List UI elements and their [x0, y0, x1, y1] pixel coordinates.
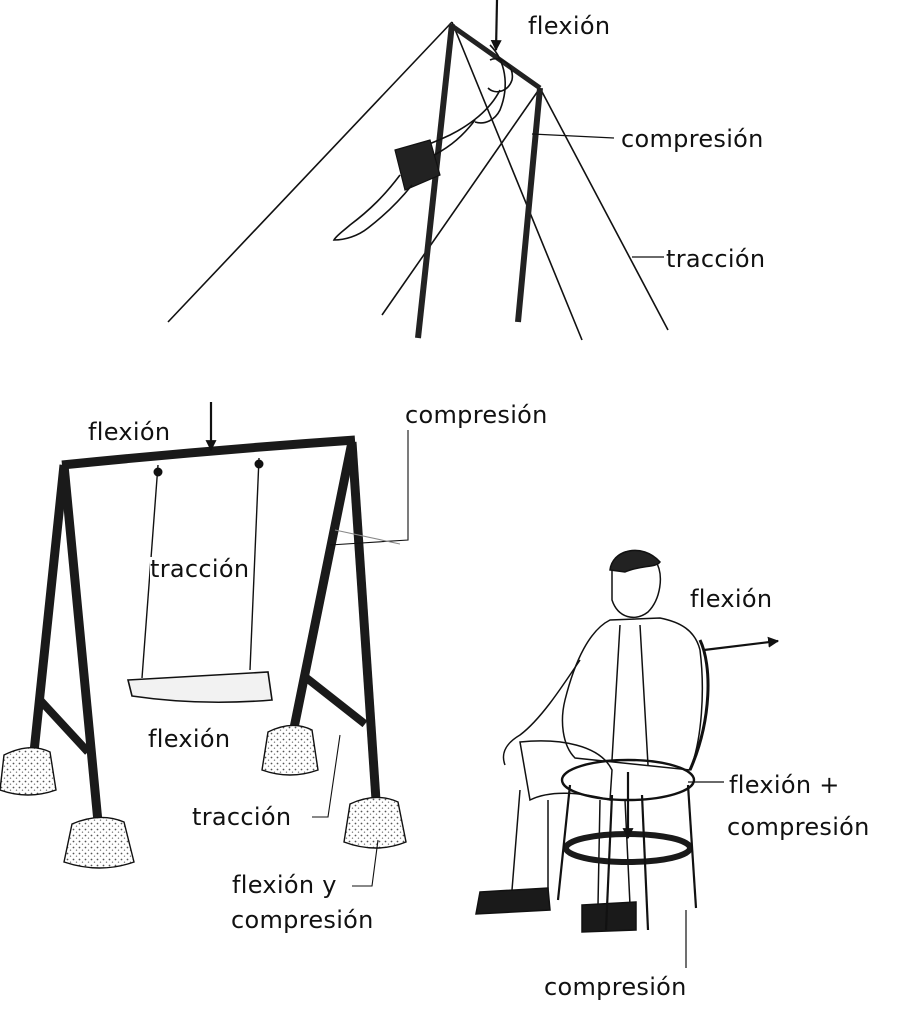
swing-set [0, 402, 407, 869]
swing-rope-right [249, 457, 260, 671]
top-leaders [531, 133, 664, 258]
leader-swing-compresion [329, 430, 409, 546]
gymnast-shorts [394, 139, 441, 191]
label-chair-flexion: flexión [690, 585, 773, 613]
label-gymnast-compresion: compresión [621, 125, 764, 153]
chair-leg-3 [604, 794, 614, 931]
label-chair-compresion-seat: compresión [727, 813, 870, 841]
man-jacket-seam [611, 624, 649, 766]
swing-left-leg-b [59, 464, 103, 823]
man-shin [511, 789, 549, 891]
gymnast-figure [167, 0, 669, 341]
label-chair-compresion-leg: compresión [544, 973, 687, 1001]
load-arrow-chair-back [703, 636, 780, 652]
post-left [415, 23, 455, 339]
man-arm [502, 659, 581, 766]
leader-swing-traccion [312, 734, 341, 818]
load-arrow-gymnast [490, 0, 502, 52]
leader-gymnast-compresion [531, 133, 615, 139]
label-swing-compresion-leg: compresión [231, 906, 374, 934]
guy-wire-right [539, 87, 669, 331]
chair-leaders [685, 781, 724, 968]
rope-hook-right [254, 459, 264, 469]
swing-top-beam [61, 435, 356, 470]
man-thigh [519, 740, 613, 802]
guy-wire-mid [451, 21, 583, 341]
label-swing-traccion-rope: tracción [150, 555, 250, 583]
footing-2 [63, 816, 135, 869]
label-swing-flexion-top: flexión [88, 418, 171, 446]
rope-hook-left [153, 467, 163, 477]
swing-right-leg-b [347, 441, 381, 801]
label-swing-flexion-seat: flexión [148, 725, 231, 753]
gymnast-head [487, 58, 514, 93]
label-swing-flexion-y: flexión y [232, 871, 337, 899]
man-shoe-left [475, 887, 551, 915]
footing-4 [343, 796, 407, 849]
label-chair-flexion-plus: flexión + [729, 771, 840, 799]
man-shoe-right [581, 901, 637, 933]
man-hair [609, 549, 661, 573]
footing-3 [261, 724, 319, 776]
chair-leg-1 [556, 784, 572, 901]
guy-wire-inner [381, 87, 541, 316]
swing-right-leg-a [289, 441, 357, 729]
label-gymnast-flexion: flexión [528, 12, 611, 40]
chair-leg-4 [640, 794, 650, 931]
swing-right-brace [301, 672, 368, 728]
gymnast-legs [332, 174, 413, 241]
crossbar [450, 23, 542, 91]
label-gymnast-traccion: tracción [666, 245, 766, 273]
post-right [515, 87, 543, 323]
gymnast-arm [474, 44, 506, 124]
swing-leaders [312, 430, 409, 887]
label-swing-traccion-brace: tracción [192, 803, 292, 831]
chair-back [688, 639, 710, 771]
guy-wire-left [167, 21, 453, 323]
leader-swing-flexion-y [352, 839, 379, 887]
label-swing-compresion: compresión [405, 401, 548, 429]
leader-swing-compresion-shade [334, 529, 401, 545]
seated-man [475, 549, 780, 933]
chair-leg-2 [686, 784, 698, 909]
man-shin-right [597, 799, 631, 906]
swing-seat [126, 671, 273, 704]
footing-1 [0, 747, 57, 796]
swing-left-brace [37, 697, 91, 755]
